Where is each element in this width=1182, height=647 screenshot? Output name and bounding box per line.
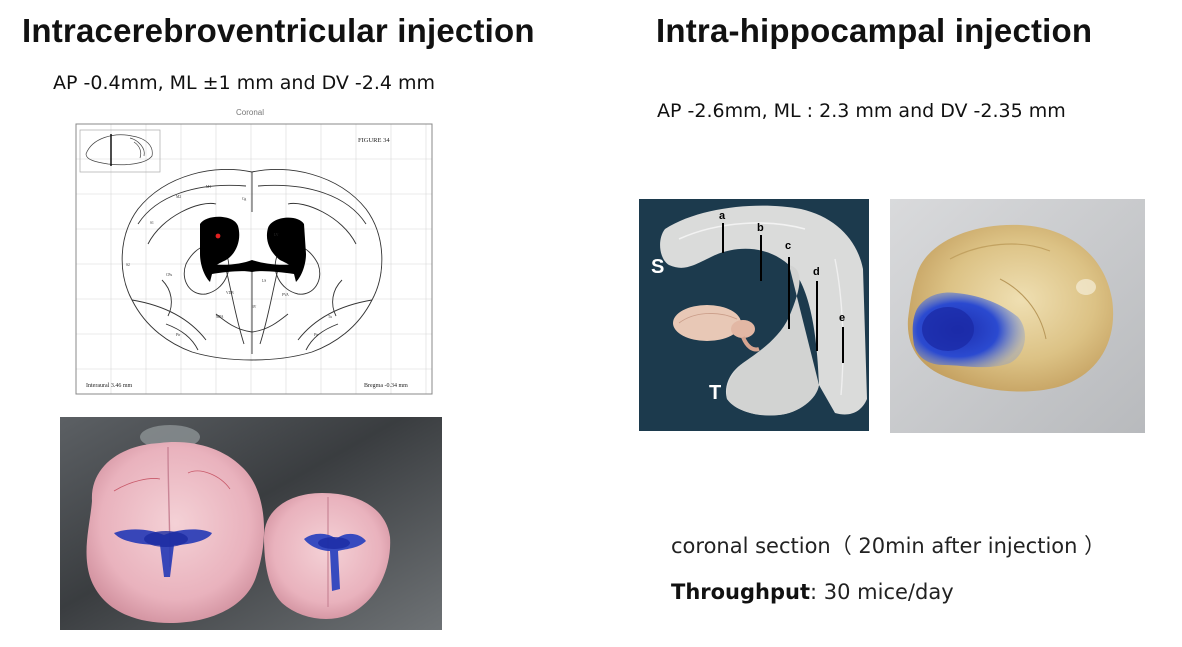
sagittal-inset	[79, 129, 161, 173]
svg-text:Pir: Pir	[176, 333, 181, 337]
svg-text:S1: S1	[150, 221, 154, 225]
atlas-header-label: Coronal	[236, 108, 264, 117]
svg-text:Pir: Pir	[314, 333, 319, 337]
svg-text:Tu: Tu	[328, 315, 332, 319]
atlas-interaural-label: Interaural 3.46 mm	[86, 383, 132, 389]
atlas-figure-label: FIGURE 34	[358, 137, 390, 144]
svg-text:3V: 3V	[252, 305, 257, 309]
svg-text:PVA: PVA	[282, 293, 289, 297]
svg-text:S2: S2	[126, 263, 130, 267]
right-title: Intra-hippocampal injection	[656, 12, 1093, 49]
level-b-label: b	[757, 222, 764, 234]
svg-text:MPA: MPA	[216, 315, 224, 319]
svg-text:VDB: VDB	[226, 291, 234, 295]
hippocampal-injection-photo	[890, 199, 1145, 433]
injection-target-marker	[215, 233, 221, 239]
icv-brain-slices-photo	[60, 417, 442, 630]
lateral-ventricles	[200, 216, 306, 282]
throughput-value: : 30 mice/day	[810, 580, 954, 604]
atlas-bregma-label: Bregma -0.34 mm	[364, 383, 408, 389]
hippocampal-dye-stain	[912, 292, 1025, 368]
level-c-label: c	[785, 240, 791, 252]
level-d-label: d	[813, 266, 820, 278]
svg-text:LS: LS	[262, 279, 266, 283]
svg-text:M1: M1	[206, 185, 211, 189]
left-coordinates: AP -0.4mm, ML ±1 mm and DV -2.4 mm	[53, 72, 436, 94]
icv-dye-stain-right	[304, 533, 366, 591]
svg-text:LV: LV	[274, 233, 279, 237]
svg-text:M2: M2	[176, 195, 181, 199]
throughput-label: Throughput	[671, 580, 811, 604]
svg-text:CPu: CPu	[166, 273, 172, 277]
hippocampus-axis-diagram: a b c d e S T	[639, 199, 869, 431]
left-title: Intracerebroventricular injection	[22, 12, 535, 49]
right-coordinates: AP -2.6mm, ML : 2.3 mm and DV -2.35 mm	[657, 100, 1066, 122]
mouse-brain-inset	[673, 305, 760, 352]
svg-text:Cg: Cg	[242, 197, 246, 201]
section-caption: coronal section（ 20min after injection ）	[671, 534, 1106, 558]
septal-pole-label: S	[651, 256, 664, 278]
throughput-line: Throughput: 30 mice/day	[671, 580, 954, 604]
temporal-pole-label: T	[709, 382, 721, 404]
icv-dye-stain-left	[114, 529, 212, 577]
level-e-label: e	[839, 312, 845, 324]
level-a-label: a	[719, 210, 726, 222]
